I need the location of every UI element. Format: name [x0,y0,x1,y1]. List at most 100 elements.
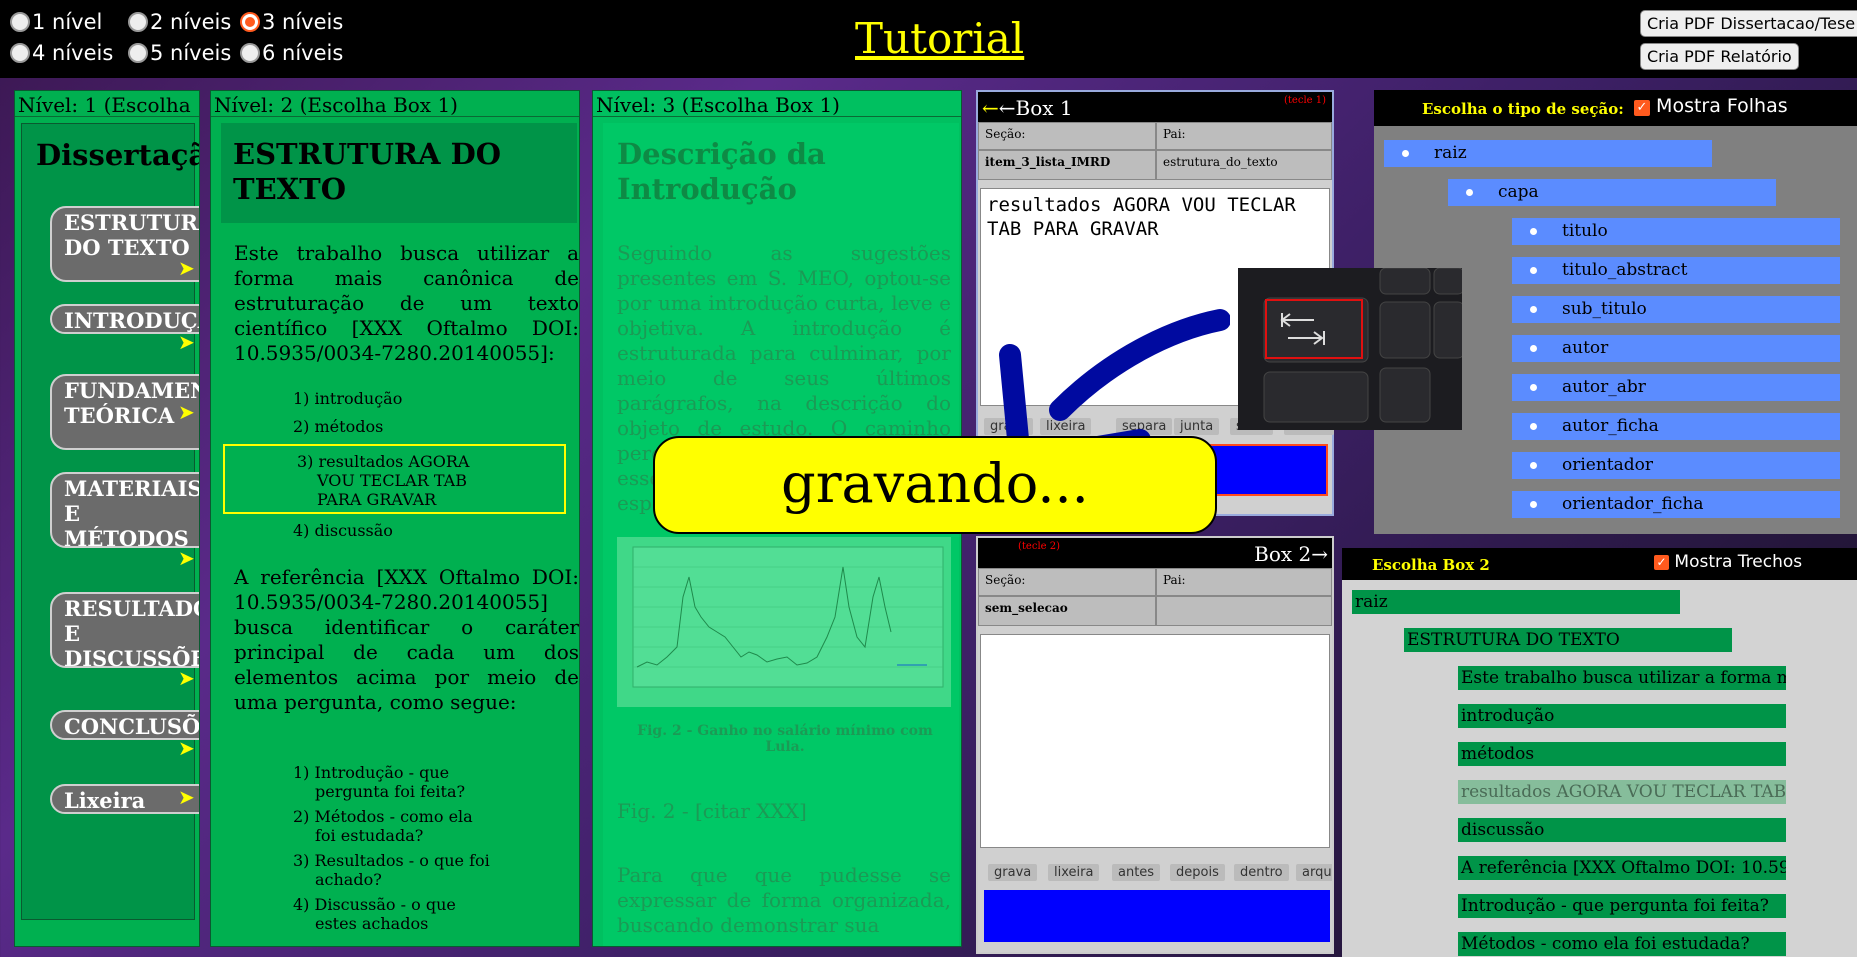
tree2-node-metodos[interactable]: métodos [1458,742,1786,766]
create-pdf-relatorio-button[interactable]: Cria PDF Relatório [1640,43,1799,70]
page-title[interactable]: Tutorial [855,14,1025,63]
nav-conclusoes-button[interactable]: CONCLUSÕES [50,710,199,740]
checkbox-checked-icon[interactable]: ✓ [1634,100,1650,116]
list-item[interactable]: 2) métodos [293,417,384,436]
figure-reference[interactable]: Fig. 2 - [citar XXX] [617,799,807,823]
box2-hint: (tecle 2) [1018,541,1060,552]
tree1-label: Escolha o tipo de seção: [1422,100,1624,118]
checkbox-checked-icon[interactable]: ✓ [1654,555,1669,570]
section-type-tree-panel: Escolha o tipo de seção: ✓ Mostra Folhas… [1374,90,1857,534]
box2-lixeira-button[interactable]: lixeira [1048,864,1100,881]
list-item[interactable]: 4) Discussão - o que estes achados [293,895,456,933]
box1-secao-label: Seção: [978,122,1156,150]
level2-paragraph-2[interactable]: A referência [XXX Oftalmo DOI: 10.5935/0… [234,565,579,714]
bullet-icon [1402,150,1409,157]
tree-node-orientador-ficha[interactable]: orientador_ficha [1512,491,1840,518]
tree2-node-este-trabalho[interactable]: Este trabalho busca utilizar a forma m [1458,666,1786,690]
arrow-icon: ➤ [178,666,195,690]
box2-header [978,538,1332,568]
nav-fundamentacao-button[interactable]: FUNDAMENTAÇÃO TEÓRICA [50,374,199,450]
saving-toast: gravando... [653,436,1217,534]
level-option-2[interactable]: 2 níveis [128,10,231,34]
tree-node-autor-abr[interactable]: autor_abr [1512,374,1840,401]
box2-toolbar: grava lixeira antes depois dentro arqui [980,864,1332,884]
level-option-5[interactable]: 5 níveis [128,41,231,65]
list-item[interactable]: 4) discussão [293,521,393,540]
level-option-3[interactable]: 3 níveis [240,10,343,34]
radio-icon[interactable] [128,43,148,63]
bullet-icon [1466,189,1473,196]
radio-icon[interactable] [128,12,148,32]
tree-node-autor[interactable]: autor [1512,335,1840,362]
nav-introducao-button[interactable]: INTRODUÇÃO [50,304,199,334]
mostra-trechos-checkbox[interactable]: ✓ Mostra Trechos [1654,552,1802,572]
level1-title: Dissertaçã [36,138,200,172]
tree2-node-estrutura[interactable]: ESTRUTURA DO TEXTO [1404,628,1732,652]
level3-title: Descrição da Introdução [617,137,826,206]
nav-lixeira-button[interactable]: Lixeira [50,784,199,814]
arrow-icon: ➤ [178,400,195,424]
box2-secao-label: Seção: [978,568,1156,596]
list-item[interactable]: 1) Introdução - que pergunta foi feita? [293,763,466,801]
tree2-header [1342,548,1857,580]
tree-node-titulo[interactable]: titulo [1512,218,1840,245]
box2-text-editor[interactable] [980,634,1330,848]
tree2-node-raiz[interactable]: raiz [1352,590,1680,614]
list-item[interactable]: 3) Resultados - o que foi achado? [293,851,490,889]
nav-materiais-button[interactable]: MATERIAIS E MÉTODOS [50,472,199,551]
tree2-node-referencia[interactable]: A referência [XXX Oftalmo DOI: 10.59 [1458,856,1786,880]
list-item[interactable]: 1) introdução [293,389,403,408]
tree-node-autor-ficha[interactable]: autor_ficha [1512,413,1840,440]
level-option-6[interactable]: 6 níveis [240,41,343,65]
create-pdf-dissertacao-button[interactable]: Cria PDF Dissertacao/Tese [1640,10,1857,37]
level2-paragraph-1[interactable]: Este trabalho busca utilizar a forma mai… [234,241,579,365]
tree1-header [1374,90,1857,126]
box2-tree-panel: Escolha Box 2 ✓ Mostra Trechos raiz ESTR… [1342,548,1857,957]
box2-grava-button[interactable]: grava [988,864,1038,881]
nav-estrutura-button[interactable]: ESTRUTURA DO TEXTO [50,206,199,282]
tree2-node-introducao[interactable]: introdução [1458,704,1786,728]
tree2-node-resultados[interactable]: resultados AGORA VOU TECLAR TAB [1458,780,1786,804]
radio-icon[interactable] [240,43,260,63]
figure-caption: Fig. 2 - Ganho no salário mínimo com Lul… [637,723,933,755]
list-item[interactable]: 2) Métodos - como ela foi estudada? [293,807,473,845]
bullet-icon [1530,462,1537,469]
tree2-node-discussao[interactable]: discussão [1458,818,1786,842]
radio-selected-icon[interactable] [240,12,260,32]
level1-head: Nível: 1 (Escolha [15,91,199,117]
tree2-node-metodos-pergunta[interactable]: Métodos - como ela foi estudada? [1458,932,1786,956]
top-bar [0,0,1857,78]
radio-icon[interactable] [10,43,30,63]
tab-key-photo [1238,268,1462,430]
radio-icon[interactable] [10,12,30,32]
box1-junta-button[interactable]: junta [1174,418,1220,435]
selected-list-item[interactable]: 3) resultados AGORA VOU TECLAR TAB PARA … [223,444,566,514]
level-option-1[interactable]: 1 nível [10,10,102,34]
box2-depois-button[interactable]: depois [1170,864,1225,881]
arrow-left-icon: ← [982,96,999,120]
tree-node-capa[interactable]: capa [1448,179,1776,206]
level2-title: ESTRUTURA DO TEXTO [233,137,501,206]
box1-title[interactable]: ←←Box 1 [982,96,1073,120]
box2-dentro-button[interactable]: dentro [1234,864,1289,881]
tree-node-orientador[interactable]: orientador [1512,452,1840,479]
level-option-4[interactable]: 4 níveis [10,41,113,65]
box2-color-bar[interactable] [984,890,1330,942]
box1-lixeira-button[interactable]: lixeira [1040,418,1092,435]
box2-title[interactable]: Box 2→ [1254,542,1328,566]
box2-antes-button[interactable]: antes [1112,864,1161,881]
box2-arqui-button[interactable]: arqui [1296,864,1332,881]
tree2-label: Escolha Box 2 [1372,556,1490,574]
level3-paragraph-2[interactable]: Para que que pudesse se expressar de for… [617,863,951,937]
tree2-node-introducao-pergunta[interactable]: Introdução - que pergunta foi feita? [1458,894,1786,918]
tree-node-titulo-abstract[interactable]: titulo_abstract [1512,257,1840,284]
level1-column: Nível: 1 (Escolha Dissertaçã ESTRUTURA D… [14,90,200,947]
tree-node-sub-titulo[interactable]: sub_titulo [1512,296,1840,323]
tree-node-raiz[interactable]: raiz [1384,140,1712,167]
arrow-icon: ➤ [178,785,195,809]
bullet-icon [1530,228,1537,235]
nav-resultados-button[interactable]: RESULTADOS E DISCUSSÕES [50,592,199,671]
level1-card: Dissertaçã ESTRUTURA DO TEXTO ➤ INTRODUÇ… [21,123,199,920]
box1-pai-value: estrutura_do_texto [1156,150,1332,180]
mostra-folhas-checkbox[interactable]: ✓ Mostra Folhas [1634,95,1788,117]
